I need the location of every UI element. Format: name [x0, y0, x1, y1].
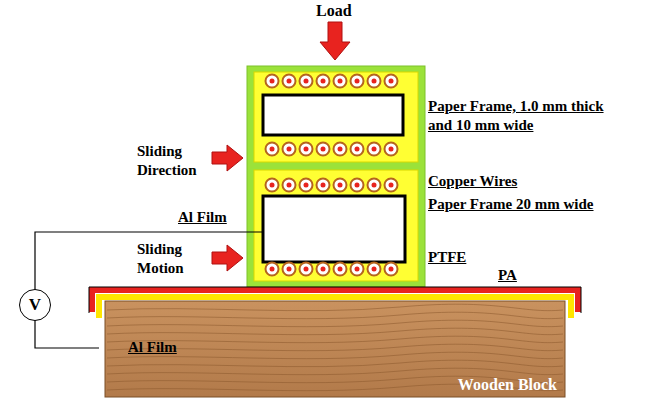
copper-wire [385, 179, 398, 192]
wire-label: Copper Wires [428, 172, 517, 191]
copper-wire [385, 263, 398, 276]
copper-wire [317, 143, 330, 156]
copper-wire [385, 143, 398, 156]
electrode-label: Al Film [128, 338, 177, 357]
frame-label: Paper Frame, 1.0 mm thick and 10 mm wide [428, 97, 628, 135]
wood-grain [107, 320, 563, 326]
copper-wire [283, 179, 296, 192]
load-label: Load [316, 1, 352, 21]
copper-wire [266, 143, 279, 156]
copper-wire [351, 75, 364, 88]
wood-grain [107, 312, 563, 318]
copper-wire [266, 263, 279, 276]
ptfe-layer [254, 72, 418, 162]
copper-wire [317, 263, 330, 276]
wood-grain [107, 368, 563, 374]
layer-label: PA [498, 266, 517, 285]
ptfe-layer [254, 170, 418, 281]
copper-wire [351, 179, 364, 192]
meter-letter: V [29, 295, 41, 315]
wood-grain [107, 304, 563, 310]
copper-wire [266, 179, 279, 192]
wire [35, 320, 99, 348]
outer-layer [247, 66, 425, 287]
copper-wire [300, 179, 313, 192]
copper-wire [300, 143, 313, 156]
wooden-block [105, 301, 565, 397]
copper-wire [266, 75, 279, 88]
copper-wire [300, 75, 313, 88]
wood-grain [107, 328, 563, 334]
sliding-arrow [212, 145, 243, 171]
part-name: Wooden Block [458, 376, 557, 394]
frame-label: Paper Frame 20 mm wide [428, 195, 594, 214]
wire [35, 232, 263, 290]
sliding-arrow [212, 245, 243, 271]
copper-wire [283, 75, 296, 88]
copper-wire [317, 75, 330, 88]
motion-label: Sliding Motion [137, 240, 209, 278]
copper-wire [351, 143, 364, 156]
copper-wire [368, 75, 381, 88]
voltmeter-symbol: V [19, 289, 51, 321]
electrode-label: Al Film [178, 208, 227, 227]
paper-frame [263, 95, 403, 135]
copper-wire [368, 263, 381, 276]
copper-wire [283, 263, 296, 276]
copper-wire [317, 179, 330, 192]
copper-wire [334, 75, 347, 88]
direction-label: Sliding Direction [137, 142, 209, 180]
paper-frame [263, 196, 405, 262]
copper-wire [368, 179, 381, 192]
copper-wire [334, 263, 347, 276]
copper-wire [334, 143, 347, 156]
copper-wire [385, 75, 398, 88]
copper-wire [283, 143, 296, 156]
copper-wire [300, 263, 313, 276]
layer-label: PTFE [428, 248, 466, 267]
copper-wire [368, 143, 381, 156]
load-arrow [320, 22, 350, 60]
wood-grain [107, 360, 563, 366]
copper-wire [334, 179, 347, 192]
copper-wire [351, 263, 364, 276]
